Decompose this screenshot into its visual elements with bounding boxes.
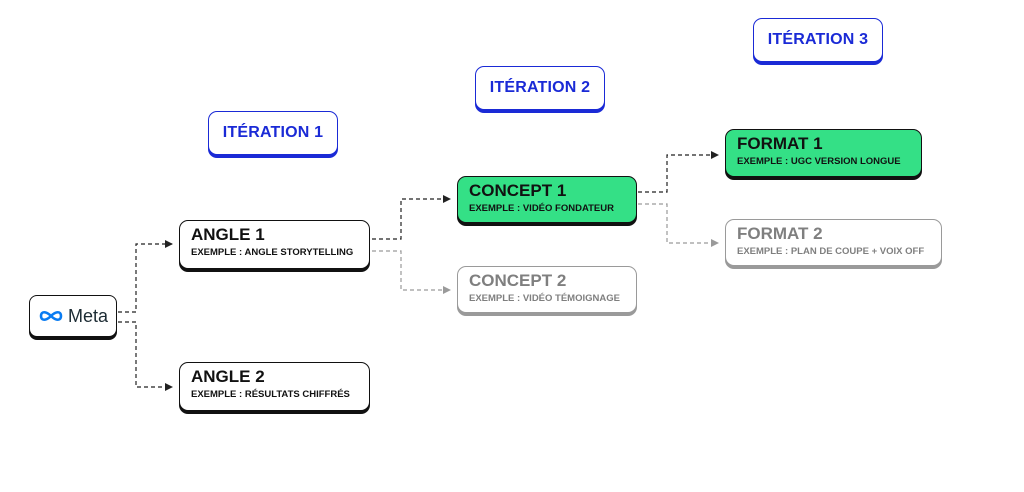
node-title: ANGLE 1 bbox=[191, 225, 265, 244]
node-title: ANGLE 2 bbox=[191, 367, 265, 386]
connector-angle1-concept1 bbox=[372, 195, 451, 240]
connector-concept1-format1 bbox=[638, 151, 719, 193]
node-angle-2: ANGLE 2 EXEMPLE : RÉSULTATS CHIFFRÉS bbox=[179, 362, 370, 411]
node-title: CONCEPT 2 bbox=[469, 271, 567, 290]
node-title: CONCEPT 1 bbox=[469, 181, 567, 200]
node-angle-1: ANGLE 1 EXEMPLE : ANGLE STORYTELLING bbox=[179, 220, 370, 269]
iteration-1-label: ITÉRATION 1 bbox=[208, 111, 338, 155]
node-concept-2: CONCEPT 2 EXEMPLE : VIDÉO TÉMOIGNAGE bbox=[457, 266, 637, 313]
meta-source-node: Meta bbox=[29, 295, 117, 337]
node-subtitle: EXEMPLE : RÉSULTATS CHIFFRÉS bbox=[191, 389, 350, 400]
iteration-2-label: ITÉRATION 2 bbox=[475, 66, 605, 110]
node-title: FORMAT 1 bbox=[737, 134, 823, 153]
connector-concept1-format2 bbox=[638, 203, 719, 247]
node-concept-1: CONCEPT 1 EXEMPLE : VIDÉO FONDATEUR bbox=[457, 176, 637, 223]
iteration-3-label: ITÉRATION 3 bbox=[753, 18, 883, 62]
node-format-2: FORMAT 2 EXEMPLE : PLAN DE COUPE + VOIX … bbox=[725, 219, 942, 266]
connector-meta-angle1 bbox=[118, 240, 173, 313]
node-subtitle: EXEMPLE : ANGLE STORYTELLING bbox=[191, 247, 354, 258]
node-subtitle: EXEMPLE : PLAN DE COUPE + VOIX OFF bbox=[737, 246, 925, 257]
meta-infinity-logo-icon bbox=[39, 310, 63, 322]
node-subtitle: EXEMPLE : VIDÉO TÉMOIGNAGE bbox=[469, 293, 620, 304]
node-title: FORMAT 2 bbox=[737, 224, 823, 243]
node-format-1: FORMAT 1 EXEMPLE : UGC VERSION LONGUE bbox=[725, 129, 922, 177]
node-subtitle: EXEMPLE : UGC VERSION LONGUE bbox=[737, 156, 901, 167]
node-subtitle: EXEMPLE : VIDÉO FONDATEUR bbox=[469, 203, 614, 214]
connector-angle1-concept2 bbox=[372, 250, 451, 294]
meta-label: Meta bbox=[67, 305, 109, 326]
connector-meta-angle2 bbox=[118, 321, 173, 391]
